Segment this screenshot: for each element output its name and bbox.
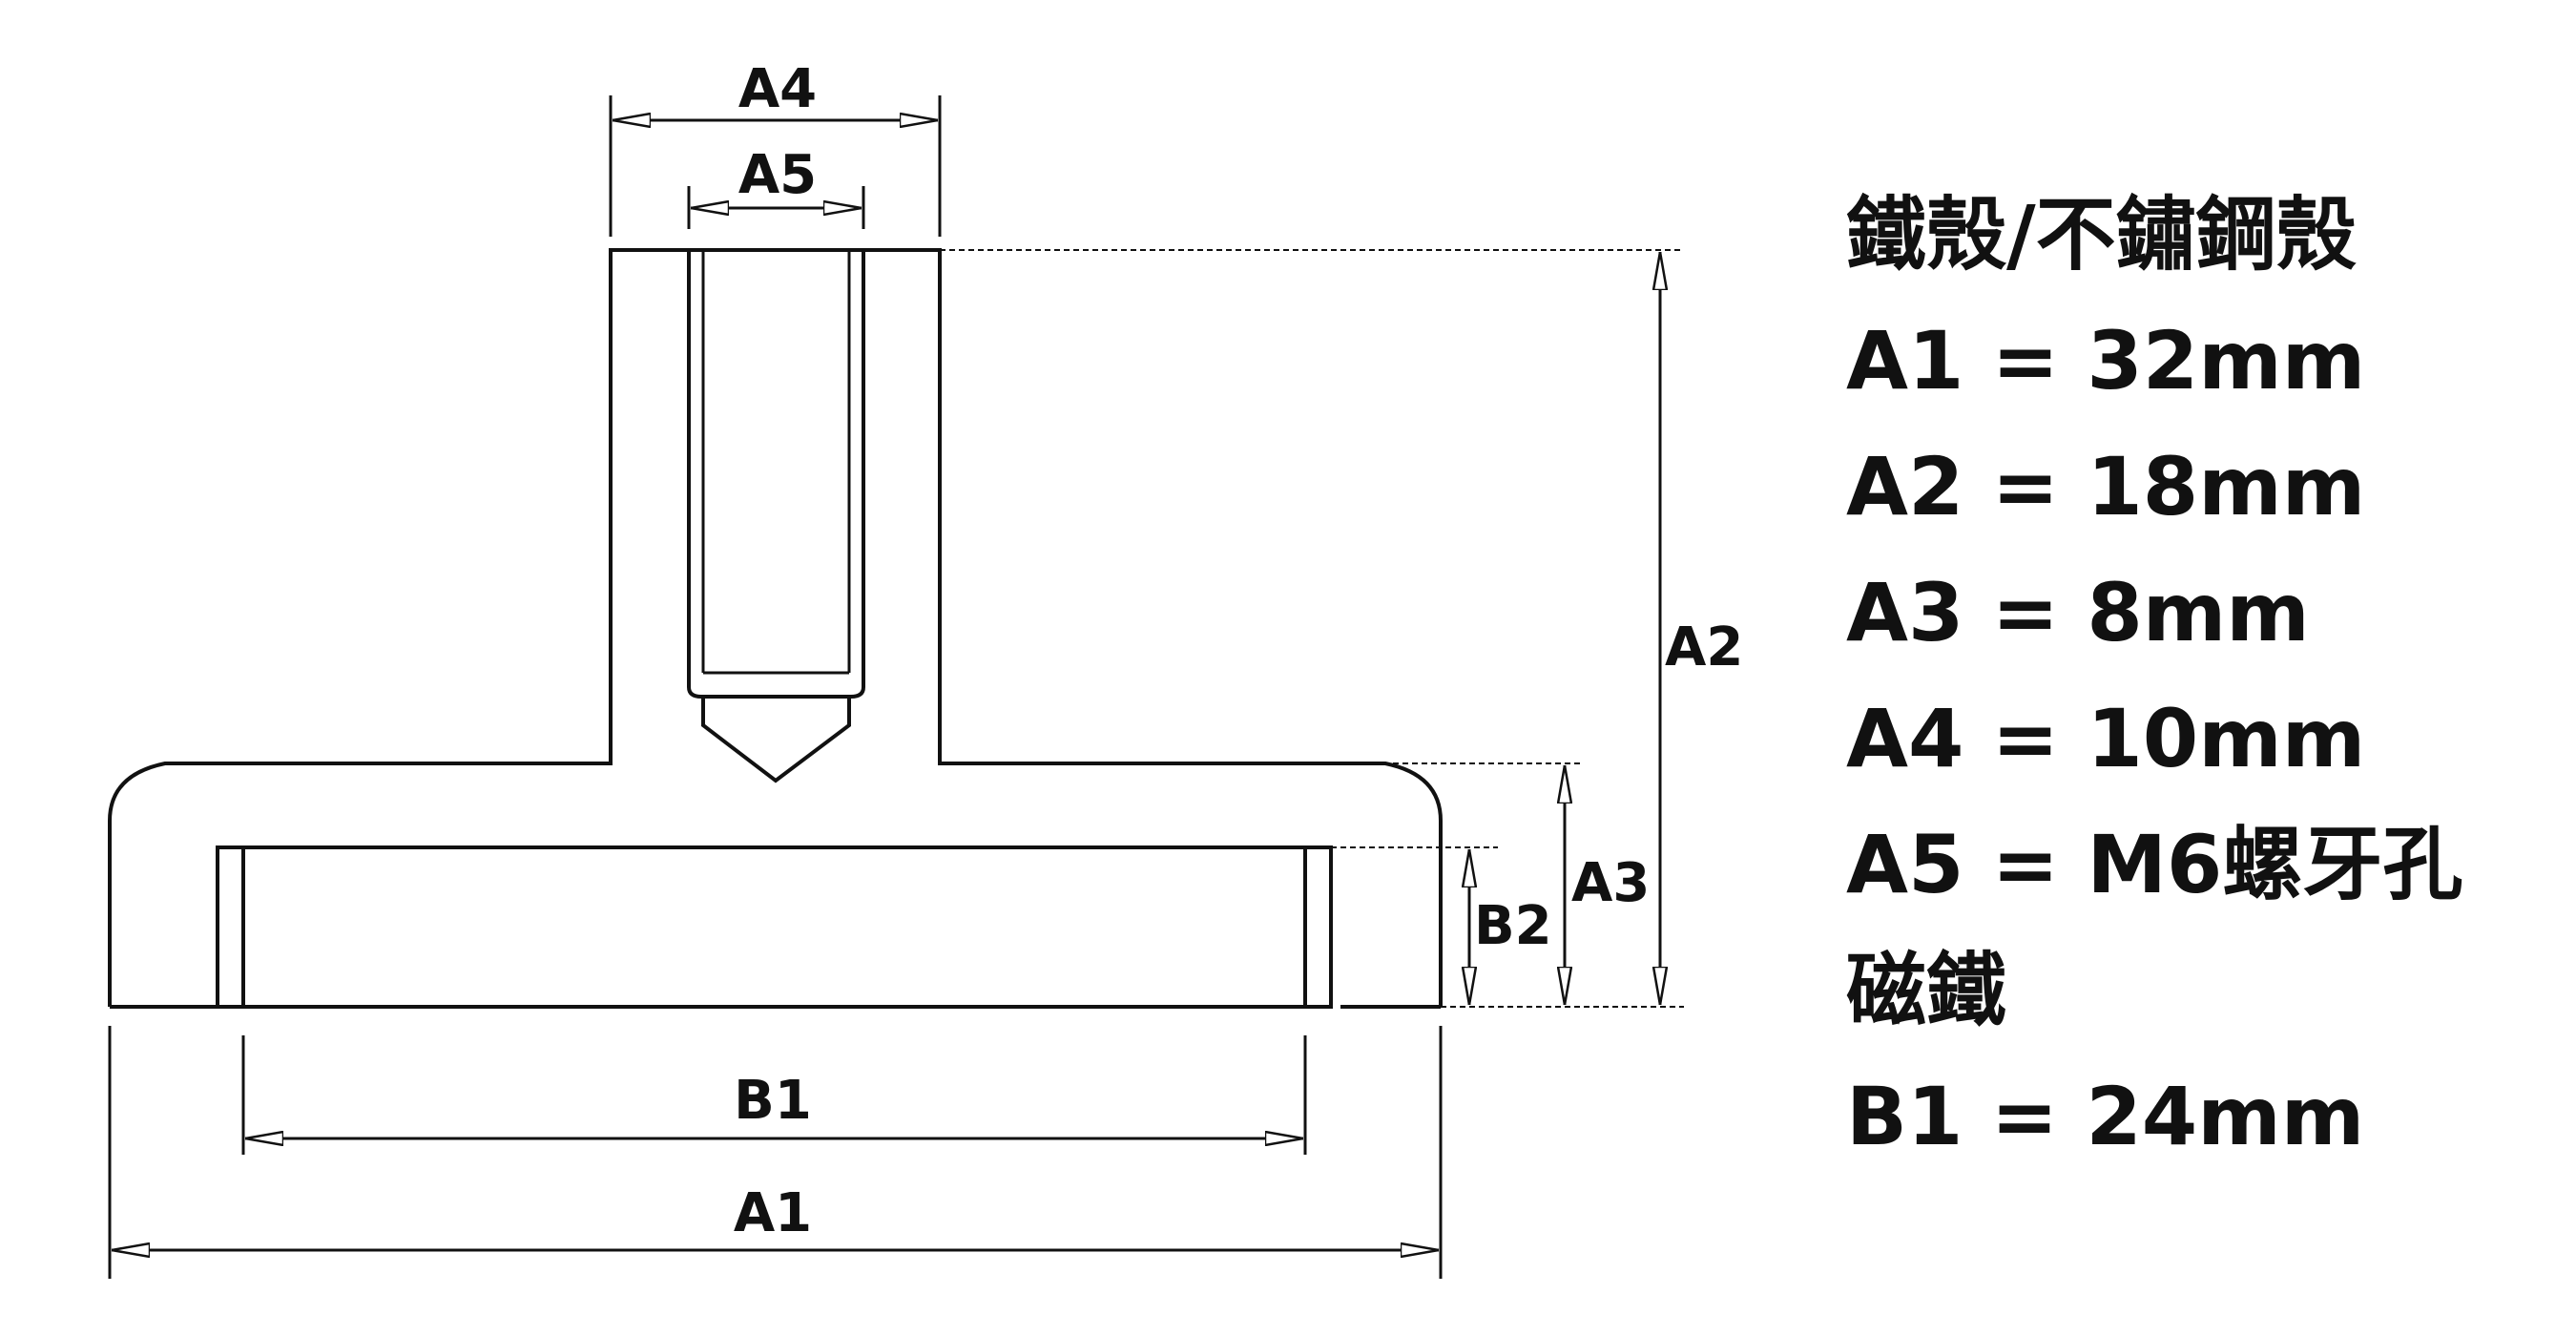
spec-a2: A2 = 18mm [1846, 440, 2366, 533]
spec-b1: B1 = 24mm [1846, 1070, 2365, 1163]
dim-label-a3: A3 [1571, 852, 1650, 914]
dim-label-b1: B1 [734, 1070, 812, 1132]
shell-heading: 鐵殼/不鏽鋼殼 [1846, 188, 2357, 282]
housing-outline [108, 248, 1443, 1007]
thread-hole-outer [687, 250, 865, 699]
dim-label-b2: B2 [1474, 895, 1552, 957]
dim-label-a5: A5 [738, 144, 817, 206]
spec-a1: A1 = 32mm [1846, 314, 2366, 407]
drill-point-cone [701, 697, 851, 783]
spec-a4: A4 = 10mm [1846, 692, 2366, 785]
dim-label-a1: A1 [734, 1182, 812, 1244]
spec-panel: 鐵殼/不鏽鋼殼 A1 = 32mm A2 = 18mm A3 = 8mm A4 … [1846, 172, 2552, 1179]
magnet-heading: 磁鐵 [1846, 944, 2007, 1037]
dim-label-a4: A4 [738, 58, 817, 120]
spec-a5: A5 = M6螺牙孔 [1846, 818, 2463, 911]
dim-label-a2: A2 [1665, 616, 1743, 678]
magnet-recess [216, 845, 1333, 1009]
magnet-mount-diagram: A4 A5 A2 A3 B2 B1 A1 [108, 58, 1743, 1279]
spec-a3: A3 = 8mm [1846, 566, 2310, 659]
